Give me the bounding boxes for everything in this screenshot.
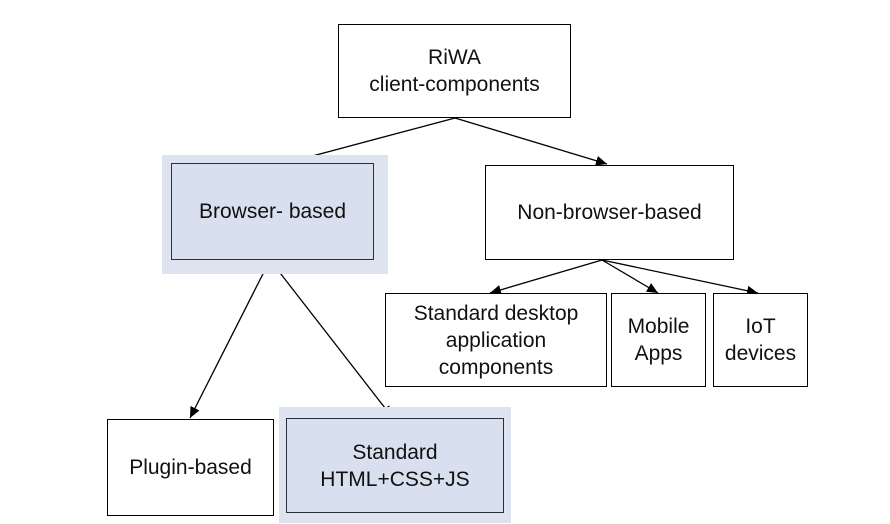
mobile-line-1: Mobile xyxy=(627,315,690,338)
desktop-components-node: Standard desktop application components xyxy=(385,293,607,387)
mobile-apps-node: Mobile Apps xyxy=(611,293,706,387)
desktop-line-3: components xyxy=(438,355,554,379)
root-node-line-1: RiWA xyxy=(428,46,481,69)
desktop-line-2: application xyxy=(445,328,547,352)
edge-browser-to-standard xyxy=(269,259,393,418)
edge-nonbrowser-to-desktop xyxy=(489,259,603,295)
non-browser-based-node: Non-browser-based xyxy=(485,165,734,260)
desktop-line-1: Standard desktop xyxy=(413,301,579,325)
standard-line-1: Standard xyxy=(352,440,438,464)
edge-nonbrowser-to-mobile xyxy=(601,259,659,294)
root-node: RiWA client-components xyxy=(338,24,571,118)
root-node-line-2: client-components xyxy=(369,73,540,96)
mobile-line-2: Apps xyxy=(634,342,683,365)
standard-line-2: HTML+CSS+JS xyxy=(320,467,470,491)
plugin-based-label: Plugin-based xyxy=(129,456,252,479)
plugin-based-node: Plugin-based xyxy=(107,419,274,516)
edge-nonbrowser-to-iot xyxy=(601,259,759,296)
standard-html-css-js-node: Standard HTML+CSS+JS xyxy=(286,418,504,513)
edge-root-to-nonbrowser xyxy=(454,117,608,166)
browser-based-label: Browser- based xyxy=(198,200,347,223)
non-browser-based-label: Non-browser-based xyxy=(517,201,702,224)
edge-browser-to-plugin xyxy=(189,259,271,419)
iot-line-1: IoT xyxy=(745,315,776,338)
iot-line-2: devices xyxy=(724,342,797,365)
iot-devices-node: IoT devices xyxy=(713,293,808,387)
browser-based-node: Browser- based xyxy=(171,163,374,260)
